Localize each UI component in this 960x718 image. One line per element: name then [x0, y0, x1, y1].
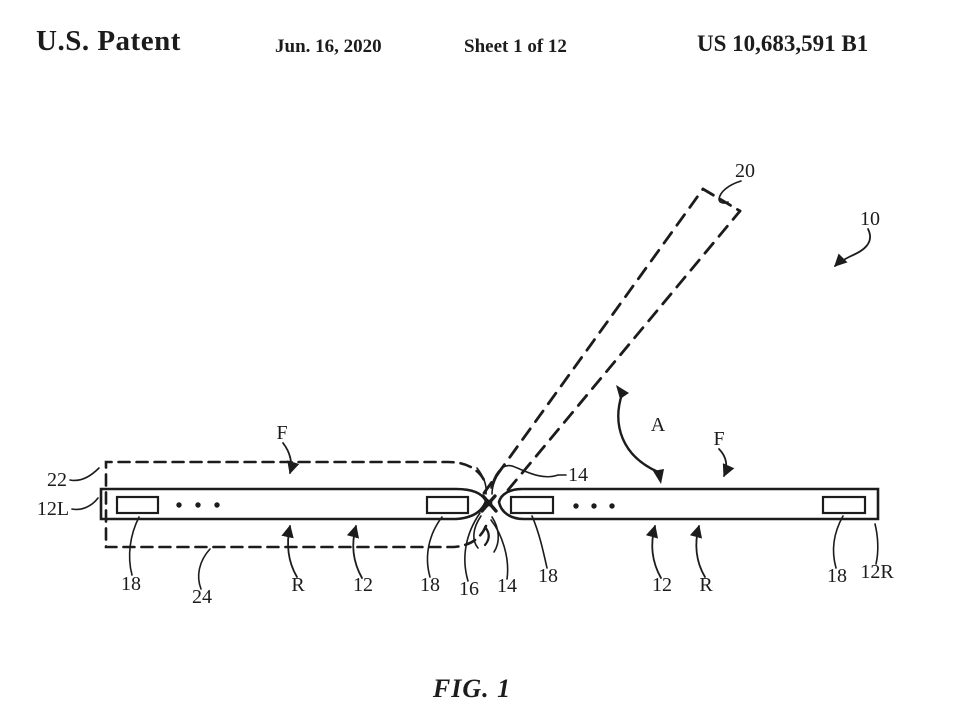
leader-16 — [464, 512, 481, 582]
component-18-rect-4 — [821, 495, 867, 515]
arrow-12-left — [346, 524, 363, 579]
leader-22 — [69, 467, 100, 482]
leader-18-a — [128, 516, 140, 576]
leader-18-d — [832, 515, 844, 569]
ref-label-F-right: F — [713, 428, 724, 450]
ref-label-R-left: R — [291, 574, 305, 596]
arrow-F-right — [718, 448, 735, 478]
ref-label-12L: 12L — [37, 498, 69, 520]
leader-12L — [71, 497, 99, 511]
ref-label-18-b: 18 — [420, 574, 440, 596]
leader-20 — [718, 180, 742, 204]
ref-label-22: 22 — [47, 469, 67, 491]
dot — [195, 502, 201, 508]
hinge-curve-lower-right — [491, 516, 500, 553]
hinge-lower-paren-mark — [483, 525, 490, 547]
dot — [573, 503, 579, 509]
ref-label-18-d: 18 — [827, 565, 847, 587]
component-18-rect-1 — [115, 495, 160, 515]
leader-18-c — [531, 515, 548, 569]
ref-label-12-right: 12 — [652, 574, 672, 596]
patent-header-sheet: Sheet 1 of 12 — [464, 36, 567, 57]
arrow-10 — [834, 228, 871, 267]
arrow-R-left — [281, 524, 298, 578]
ref-label-A: A — [651, 414, 666, 436]
hinge-assembly — [473, 466, 504, 553]
ref-label-24: 24 — [192, 586, 212, 608]
ref-label-20: 20 — [735, 160, 755, 182]
component-18-rect-3 — [509, 495, 555, 515]
leader-24 — [197, 548, 211, 590]
arrow-12-right — [645, 524, 662, 579]
ref-label-18-c: 18 — [538, 565, 558, 587]
display-end-cap — [701, 187, 742, 213]
ref-label-F-left: F — [276, 422, 287, 444]
dot — [214, 502, 220, 508]
ref-label-16: 16 — [459, 578, 479, 600]
angle-arc-A — [617, 392, 660, 474]
angle-arc-arrowhead-top — [616, 385, 629, 399]
ref-label-10: 10 — [860, 208, 880, 230]
ref-label-14-bottom: 14 — [497, 575, 517, 597]
dot — [609, 503, 615, 509]
hinge-curve-lower-left — [473, 515, 482, 549]
right-body-dots — [573, 503, 615, 509]
ref-label-12-left: 12 — [353, 574, 373, 596]
patent-header-number: US 10,683,591 B1 — [697, 31, 869, 56]
arrow-R-right — [689, 524, 706, 578]
left-dashed-region-outline — [104, 460, 488, 549]
leader-14-top — [490, 464, 567, 489]
left-body-dots — [176, 502, 220, 508]
hinge-pivot — [485, 499, 493, 507]
patent-header-title: U.S. Patent — [36, 25, 181, 57]
patent-header-date: Jun. 16, 2020 — [275, 36, 382, 57]
ref-label-R-right: R — [699, 574, 713, 596]
hinge-curve-upper-left — [476, 467, 487, 495]
ref-label-12R: 12R — [860, 561, 894, 583]
right-body-outline — [497, 487, 880, 521]
leader-12R — [874, 523, 879, 565]
component-18-rect-2 — [425, 495, 470, 515]
leader-14-bottom — [490, 519, 509, 580]
display-edge-right — [506, 209, 742, 492]
dot — [591, 503, 597, 509]
upper-display-dashed-outline — [482, 187, 742, 495]
ref-label-18-a: 18 — [121, 573, 141, 595]
ref-label-14-top: 14 — [568, 464, 588, 486]
figure-caption: FIG. 1 — [432, 674, 511, 703]
display-edge-left — [482, 187, 705, 495]
leader-18-b — [426, 516, 443, 578]
dot — [176, 502, 182, 508]
arrow-F-left — [282, 442, 300, 475]
angle-arc-arrowhead-bottom — [653, 469, 664, 484]
